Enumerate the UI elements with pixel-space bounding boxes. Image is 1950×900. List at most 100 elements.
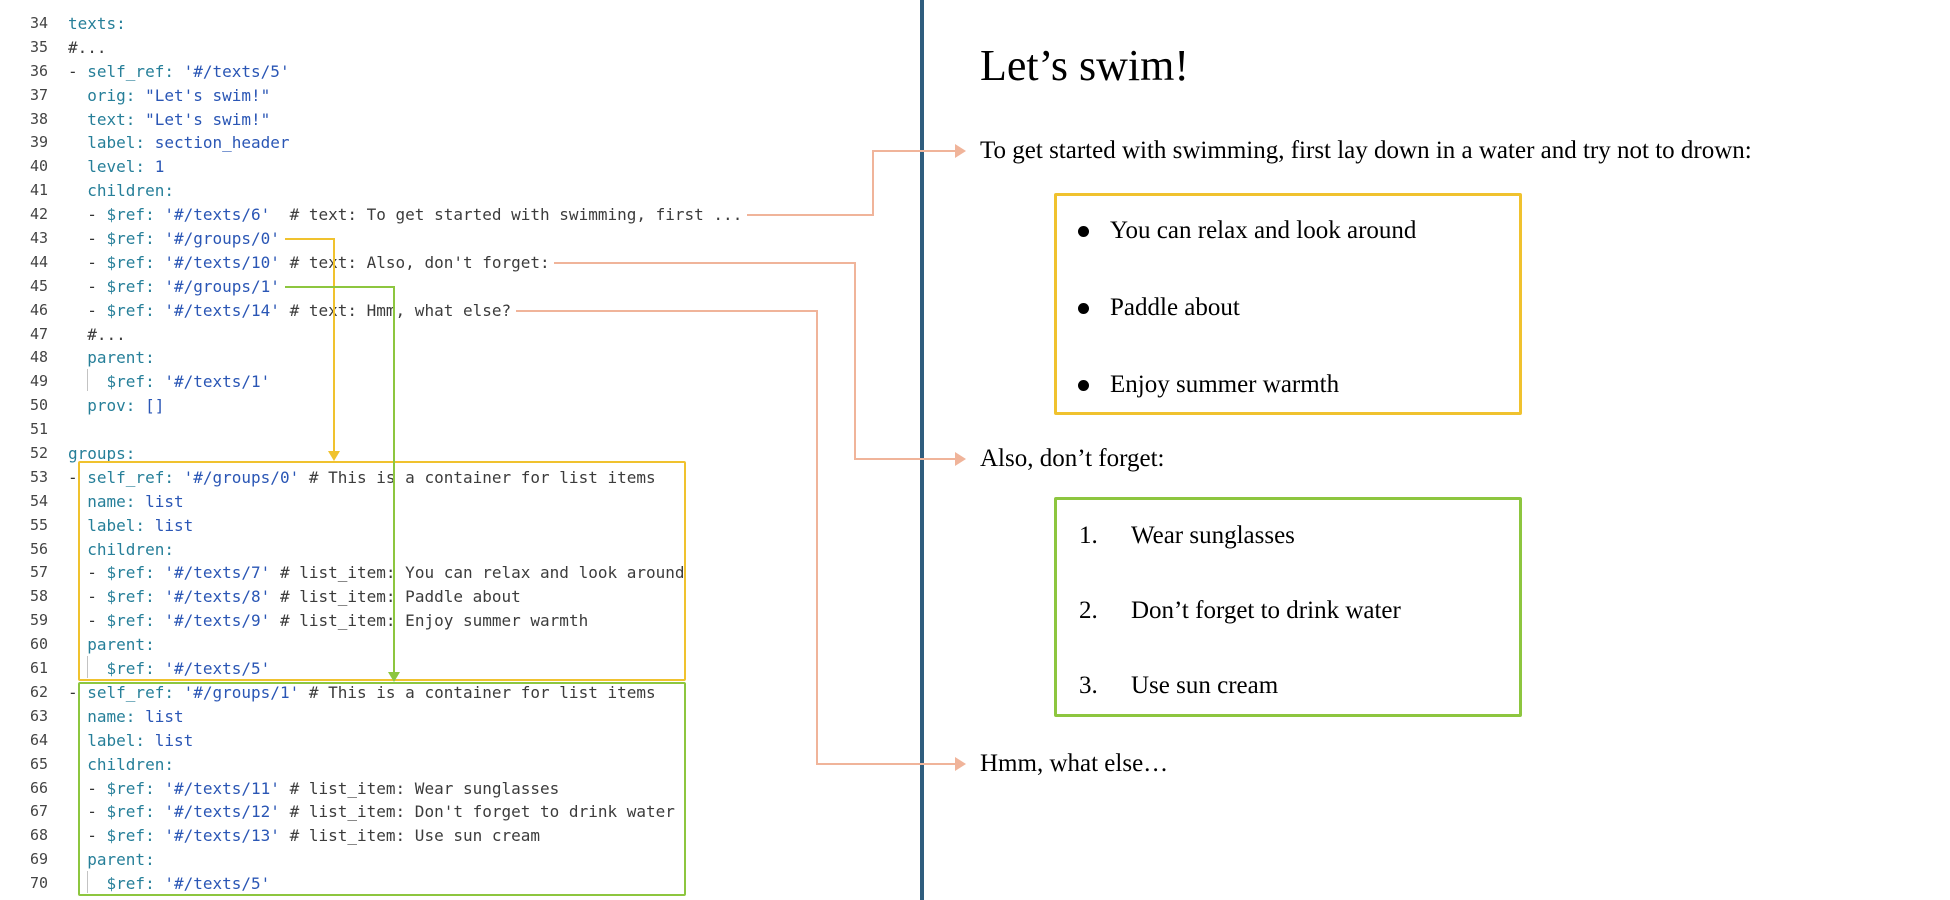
code-line-51: 51	[0, 418, 742, 442]
bullet-list-item: Paddle about	[1057, 295, 1519, 321]
code-line-53: 53- self_ref: '#/groups/0' # This is a c…	[0, 466, 742, 490]
line-number: 36	[29, 61, 48, 80]
line-number: 62	[29, 682, 48, 701]
code-line-content: #...	[87, 324, 126, 344]
code-line-content: - $ref: '#/texts/7' # list_item: You can…	[68, 563, 685, 583]
line-number: 49	[29, 372, 48, 391]
line-number: 46	[29, 300, 48, 319]
line-number: 58	[29, 587, 48, 606]
bullet-item-text: Enjoy summer warmth	[1110, 371, 1340, 398]
arrow-segment	[516, 310, 818, 312]
line-number: 38	[29, 109, 48, 128]
code-line-content: parent:	[87, 850, 155, 870]
code-line-47: 47 #...	[0, 323, 742, 347]
code-line-content: label: list	[87, 730, 194, 750]
code-line-36: 36- self_ref: '#/texts/5'	[0, 60, 742, 84]
doc-paragraph-also: Also, don’t forget:	[980, 445, 1165, 472]
line-number: 42	[29, 205, 48, 224]
numbered-item-marker: 2.	[1079, 597, 1098, 624]
code-line-45: 45 - $ref: '#/groups/1'	[0, 275, 742, 299]
line-number: 64	[29, 730, 48, 749]
code-line-content: label: list	[87, 515, 194, 535]
code-line-61: 61 $ref: '#/texts/5'	[0, 657, 742, 681]
arrow-segment	[333, 238, 335, 452]
code-line-69: 69 parent:	[0, 848, 742, 872]
bullet-item-text: You can relax and look around	[1110, 217, 1417, 244]
code-line-70: 70 $ref: '#/texts/5'	[0, 872, 742, 896]
line-number: 34	[29, 14, 48, 32]
line-number: 50	[29, 396, 48, 415]
code-line-68: 68 - $ref: '#/texts/13' # list_item: Use…	[0, 824, 742, 848]
code-line-content: children:	[87, 181, 174, 201]
line-number: 51	[29, 420, 48, 439]
code-line-content: texts:	[68, 14, 126, 33]
code-line-57: 57 - $ref: '#/texts/7' # list_item: You …	[0, 561, 742, 585]
code-line-content: orig: "Let's swim!"	[87, 85, 271, 105]
arrow-segment	[393, 286, 395, 673]
code-line-65: 65 children:	[0, 753, 742, 777]
code-line-55: 55 label: list	[0, 514, 742, 538]
line-number: 69	[29, 850, 48, 869]
code-line-62: 62 - self_ref: '#/groups/1' # This is a c…	[0, 681, 742, 705]
line-number: 44	[29, 252, 48, 271]
code-line-content: label: section_header	[87, 133, 290, 153]
code-line-content: - $ref: '#/texts/13' # list_item: Use su…	[68, 826, 541, 846]
groups1-highlight-box	[78, 682, 686, 896]
numbered-item-text: Don’t forget to drink water	[1131, 597, 1401, 624]
code-line-content: name: list	[87, 491, 184, 511]
arrowhead-down-icon	[328, 451, 340, 461]
code-line-content: - $ref: '#/texts/6' # text: To get start…	[68, 205, 743, 225]
arrowhead-right-icon	[955, 144, 966, 158]
numbered-item-text: Use sun cream	[1131, 672, 1279, 699]
code-line-content: #...	[68, 37, 107, 57]
code-line-66: 66 - $ref: '#/texts/11' # list_item: Wea…	[0, 777, 742, 801]
arrow-segment	[854, 262, 856, 460]
line-number: 45	[29, 276, 48, 295]
code-line-54: 54 name: list	[0, 490, 742, 514]
indent-guide	[87, 369, 88, 391]
arrowhead-down-icon	[388, 672, 400, 682]
code-line-39: 39 label: section_header	[0, 131, 742, 155]
code-line-content: children:	[87, 754, 174, 774]
line-number: 43	[29, 229, 48, 248]
doc-paragraph-intro: To get started with swimming, first lay …	[980, 137, 1752, 164]
code-line-67: 67 - $ref: '#/texts/12' # list_item: Don…	[0, 800, 742, 824]
code-line-38: 38 text: "Let's swim!"	[0, 108, 742, 132]
line-number: 65	[29, 754, 48, 773]
line-number: 37	[29, 85, 48, 104]
code-line-content: - self_ref: '#/groups/0' # This is a con…	[68, 467, 656, 487]
line-number: 35	[29, 37, 48, 56]
code-line-59: 59 - $ref: '#/texts/9' # list_item: Enjo…	[0, 609, 742, 633]
code-line-56: 56 children:	[0, 538, 742, 562]
line-number: 54	[29, 491, 48, 510]
code-line-content: - self_ref: '#/groups/1' # This is a con…	[68, 682, 656, 702]
code-line-content: - $ref: '#/texts/10' # text: Also, don't…	[68, 252, 550, 272]
code-line-63: 63 name: list	[0, 705, 742, 729]
line-number: 68	[29, 826, 48, 845]
rendered-document-panel: Let’s swim! To get started with swimming…	[924, 0, 1950, 900]
code-line-64: 64 label: list	[0, 729, 742, 753]
code-line-41: 41 children:	[0, 179, 742, 203]
line-number: 61	[29, 659, 48, 678]
arrow-segment	[554, 262, 856, 264]
code-line-48: 48 parent:	[0, 346, 742, 370]
bullet-list-item: You can relax and look around	[1057, 218, 1519, 244]
line-number: 66	[29, 778, 48, 797]
arrow-segment	[872, 150, 874, 216]
code-line-content: parent:	[87, 635, 155, 655]
doc-title: Let’s swim!	[980, 41, 1189, 90]
arrow-segment	[816, 310, 818, 765]
code-line-content: - $ref: '#/texts/8' # list_item: Paddle …	[68, 587, 521, 607]
bullet-icon	[1078, 302, 1089, 314]
indent-guide	[87, 656, 88, 678]
code-line-43: 43 - $ref: '#/groups/0'	[0, 227, 742, 251]
arrow-segment	[747, 214, 874, 216]
line-number: 60	[29, 635, 48, 654]
panel-divider	[920, 0, 924, 900]
